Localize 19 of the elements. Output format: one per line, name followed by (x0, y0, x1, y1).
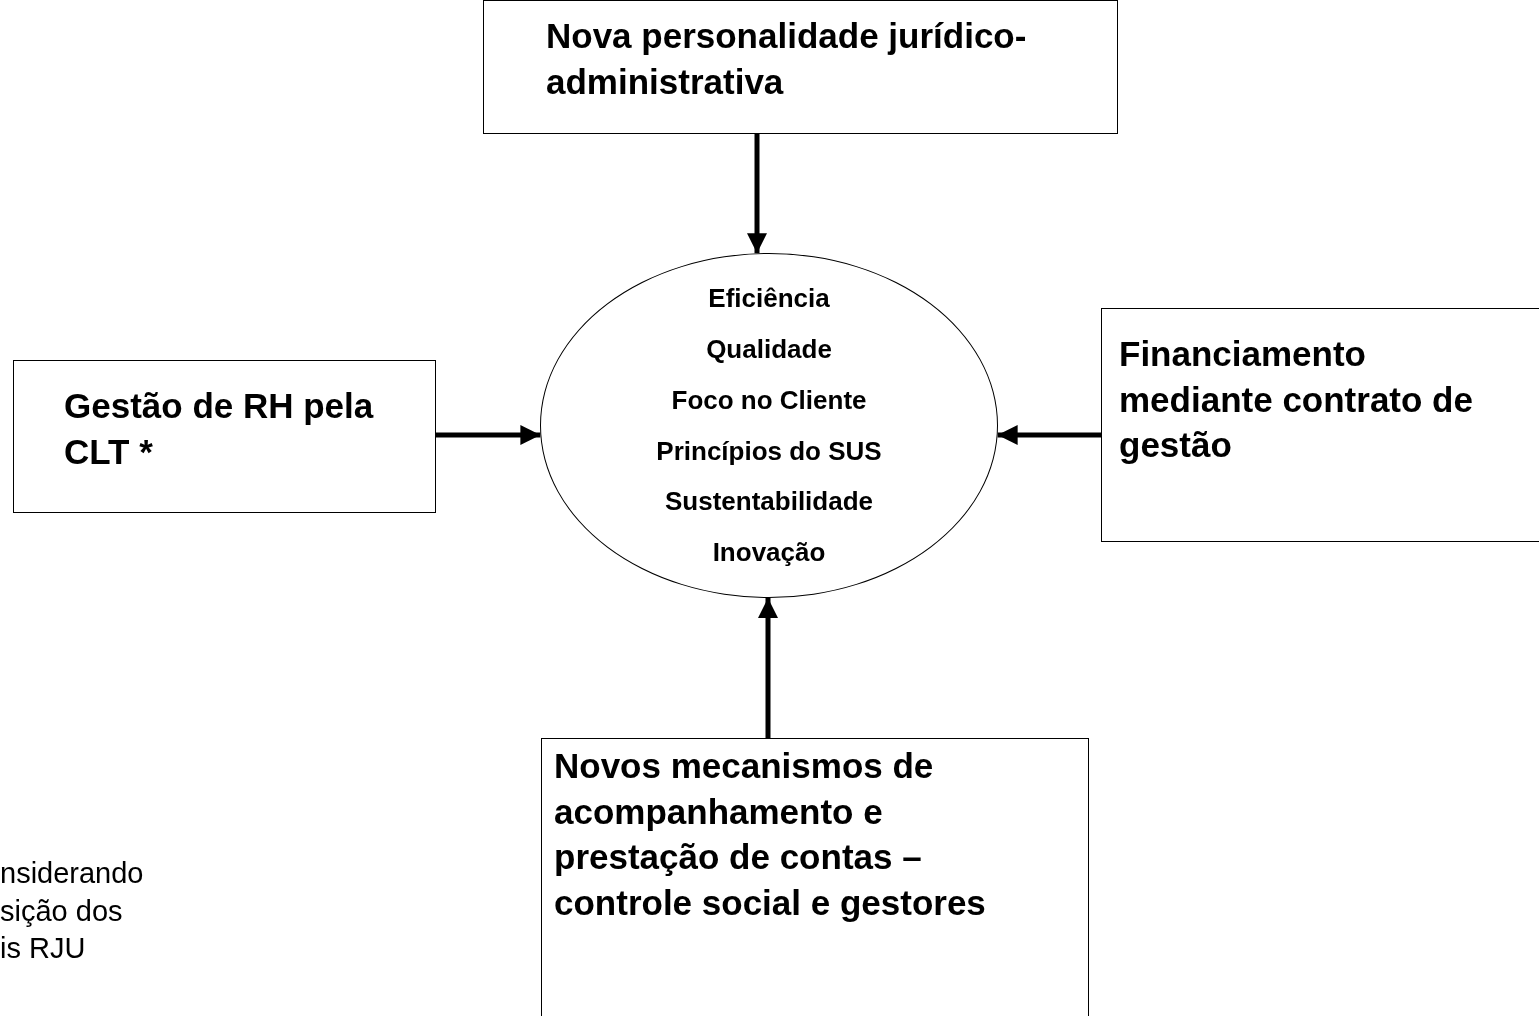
ellipse-text: Eficiência (708, 282, 830, 316)
arrow (758, 598, 778, 738)
ellipse-text: Princípios do SUS (656, 434, 882, 468)
ellipse-text: Qualidade (706, 333, 832, 367)
box-text: Financiamento mediante contrato de gestão (1119, 333, 1474, 466)
ellipse-text: Sustentabilidade (664, 485, 873, 519)
process-box (1101, 308, 1539, 542)
ellipse-text: Inovação (712, 535, 826, 569)
process-box (483, 0, 1118, 134)
process-box (13, 360, 436, 513)
note-text: nsiderando sição dos is RJU (0, 856, 145, 967)
arrow (436, 425, 541, 445)
ellipse-text: Foco no Cliente (671, 383, 867, 417)
box-text: Nova personalidade jurídico-administrativa (546, 15, 1028, 103)
arrow (997, 425, 1101, 445)
box-text: Gestão de RH pela CLT * (64, 385, 375, 473)
box-text: Novos mecanismos de acompanhamento e prestação de contas – controle social e gestores (554, 745, 987, 924)
arrow (747, 134, 767, 254)
process-box (541, 738, 1089, 1016)
